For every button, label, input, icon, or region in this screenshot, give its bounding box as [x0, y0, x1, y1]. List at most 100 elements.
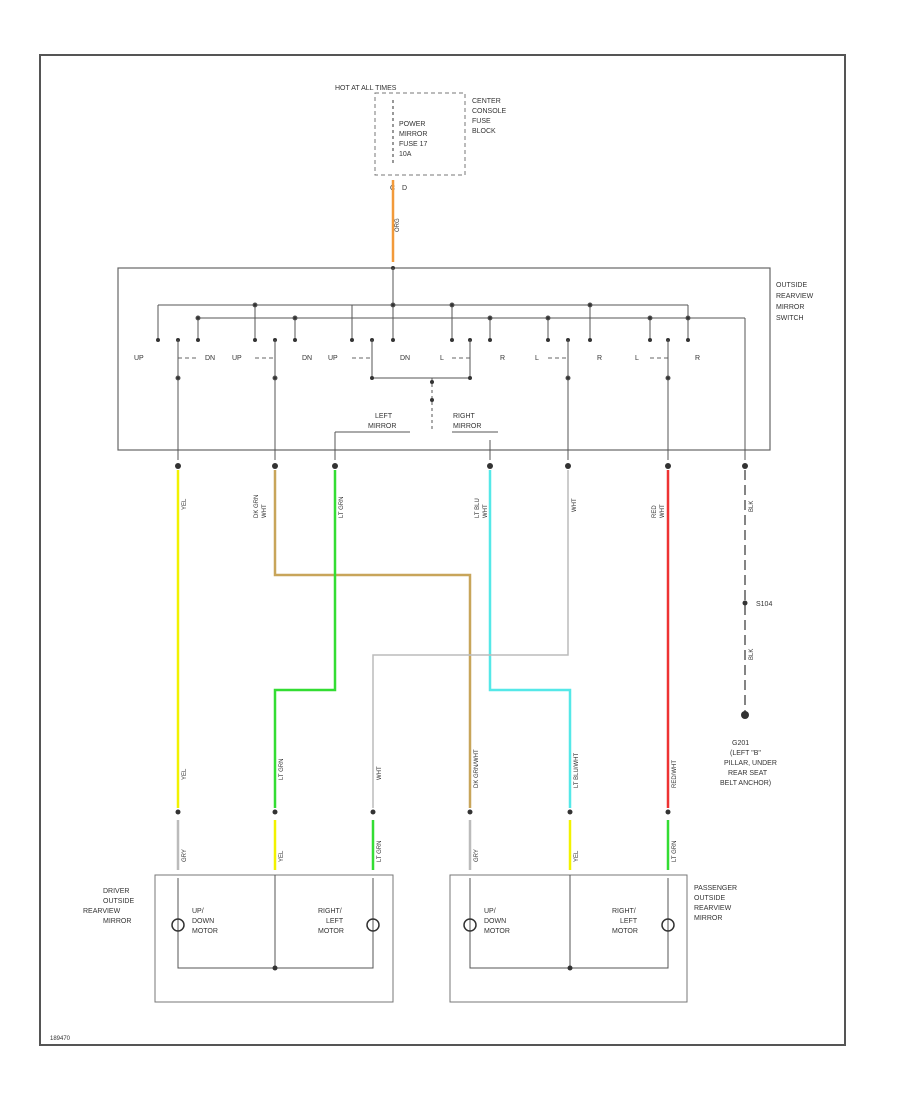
left-mirror-label-2: MIRROR — [368, 423, 396, 430]
wire-label-w7: BLK — [749, 501, 755, 512]
contact-label-9: L — [535, 355, 539, 362]
driver-mirror-outline — [154, 874, 394, 1003]
driver-motor-rightleft-icon — [366, 918, 380, 932]
passenger-mirror-outline — [449, 874, 688, 1003]
splice-dot — [742, 600, 748, 606]
wire-label-w2b: WHT — [262, 504, 268, 518]
wire-ltgrn — [273, 470, 337, 808]
passenger-mirror: GRY YEL LT GRN UP/ DOWN MOTOR RIGHT/ LEF… — [449, 820, 737, 1003]
supply-wire-label: ORG — [395, 218, 401, 232]
driver-label-4: MIRROR — [103, 918, 131, 925]
driver-motor2-2: LEFT — [326, 918, 344, 925]
contact-label-1: UP — [134, 355, 144, 362]
fuse-line-3: FUSE 17 — [399, 141, 428, 148]
wire-label-w3: LT GRN — [339, 497, 345, 518]
contact-label-7: L — [440, 355, 444, 362]
switch-name-3: MIRROR — [776, 304, 804, 311]
contact-label-4: DN — [302, 355, 312, 362]
passenger-label-4: MIRROR — [694, 915, 722, 922]
driver-wire-2: YEL — [279, 850, 285, 862]
lower-label-1: YEL — [182, 768, 188, 780]
fuse-line-2: MIRROR — [399, 131, 427, 138]
driver-motor1-1: UP/ — [192, 908, 204, 915]
passenger-label-3: REARVIEW — [694, 905, 732, 912]
fuse-block-name-1: CENTER — [472, 98, 501, 105]
passenger-motor-updown-icon — [463, 918, 477, 932]
switch-outline — [117, 267, 771, 451]
mirror-switch: UP DN UP DN UP DN L R L R L R — [117, 266, 814, 460]
switch-connector-pins — [175, 463, 748, 469]
contact-label-10: R — [597, 355, 602, 362]
fuse-block-name-2: CONSOLE — [472, 108, 507, 115]
contact-label-6: DN — [400, 355, 410, 362]
splice-label: S104 — [756, 601, 772, 608]
wire-label-w4b: WHT — [483, 504, 489, 518]
fuse-block-name-4: BLOCK — [472, 128, 496, 135]
passenger-wire-1: GRY — [474, 849, 480, 862]
ground-name-2: (LEFT "B" — [730, 750, 761, 757]
fuse-block: HOT AT ALL TIMES POWER MIRROR FUSE 17 10… — [335, 85, 507, 192]
contact-label-12: R — [695, 355, 700, 362]
figure-id: 189470 — [50, 1036, 71, 1042]
lower-label-3: WHT — [377, 766, 383, 780]
switch-name-1: OUTSIDE — [776, 282, 807, 289]
fuse-line-4: 10A — [399, 151, 412, 158]
switch-name-2: REARVIEW — [776, 293, 814, 300]
driver-motor-updown-icon — [171, 918, 185, 932]
wire-white — [372, 470, 569, 808]
driver-label-2: OUTSIDE — [103, 898, 134, 905]
ground-name-3: PILLAR, UNDER — [724, 760, 777, 767]
passenger-motor2-1: RIGHT/ — [612, 908, 636, 915]
driver-label-1: DRIVER — [103, 888, 129, 895]
passenger-motor2-3: MOTOR — [612, 928, 638, 935]
switch-name-4: SWITCH — [776, 315, 804, 322]
wire-dkgrn-wht — [273, 470, 472, 808]
wire-label-w5: WHT — [572, 498, 578, 512]
right-mirror-label-1: RIGHT — [453, 413, 476, 420]
wire-label-w4a: LT BLU — [475, 498, 481, 518]
fuse-pin-d: D — [402, 185, 407, 192]
driver-wire-3: LT GRN — [377, 841, 383, 862]
fuse-block-name-3: FUSE — [472, 118, 491, 125]
driver-motor2-3: MOTOR — [318, 928, 344, 935]
passenger-wire-3: LT GRN — [672, 841, 678, 862]
passenger-motor-rightleft-icon — [661, 918, 675, 932]
ground-name-4: REAR SEAT — [728, 770, 768, 777]
right-mirror-label-2: MIRROR — [453, 423, 481, 430]
wire-label-w2a: DK GRN — [254, 495, 260, 518]
contact-label-11: L — [635, 355, 639, 362]
lower-label-4: DK GRN/WHT — [474, 749, 480, 788]
fuse-line-1: POWER — [399, 121, 425, 128]
ground-name-1: G201 — [732, 740, 749, 747]
driver-motor1-3: MOTOR — [192, 928, 218, 935]
wire-label-w1: YEL — [182, 498, 188, 510]
wire-label-w6b: WHT — [660, 504, 666, 518]
passenger-label-1: PASSENGER — [694, 885, 737, 892]
passenger-label-2: OUTSIDE — [694, 895, 725, 902]
left-mirror-label-1: LEFT — [375, 413, 393, 420]
ground-terminal — [741, 711, 749, 719]
lower-label-2: LT GRN — [279, 759, 285, 780]
contact-label-2: DN — [205, 355, 215, 362]
passenger-motor1-2: DOWN — [484, 918, 506, 925]
wire-ltblu-wht — [488, 470, 572, 808]
ground-wire-label: BLK — [749, 649, 755, 660]
ground-name-5: BELT ANCHOR) — [720, 780, 771, 787]
fuse-block-outline — [374, 92, 466, 176]
driver-label-3: REARVIEW — [83, 908, 121, 915]
wire-label-w6a: RED — [652, 505, 658, 518]
passenger-motor2-2: LEFT — [620, 918, 638, 925]
lower-label-5: LT BLU/WHT — [574, 753, 580, 788]
lower-label-6: RED/WHT — [672, 760, 678, 788]
contact-label-5: UP — [328, 355, 338, 362]
driver-mirror: GRY YEL LT GRN UP/ DOWN MOTOR RIGHT/ LEF… — [83, 820, 394, 1003]
driver-motor2-1: RIGHT/ — [318, 908, 342, 915]
contact-label-3: UP — [232, 355, 242, 362]
passenger-motor1-3: MOTOR — [484, 928, 510, 935]
contact-label-8: R — [500, 355, 505, 362]
passenger-motor1-1: UP/ — [484, 908, 496, 915]
driver-motor1-2: DOWN — [192, 918, 214, 925]
hot-label: HOT AT ALL TIMES — [335, 85, 397, 92]
driver-wire-1: GRY — [182, 849, 188, 862]
